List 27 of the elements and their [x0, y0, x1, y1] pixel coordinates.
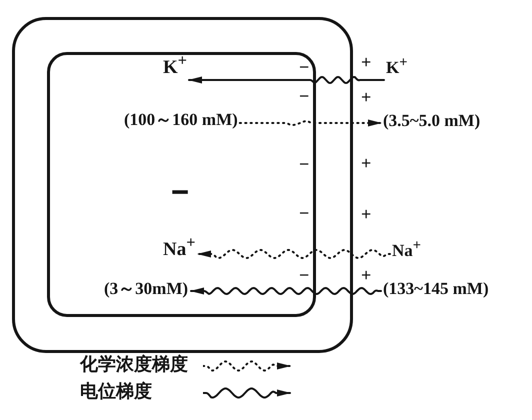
- charge-sign: +: [361, 55, 372, 70]
- ion-label: K$^{+}$: [163, 57, 187, 80]
- concentration-label: (3.5~5.0 mM): [383, 111, 480, 132]
- concentration-label: (133~145 mM): [383, 279, 489, 300]
- charge-sign: +: [361, 207, 372, 222]
- charge-sign: −: [172, 181, 189, 205]
- dotted-arrow: [197, 249, 391, 259]
- charge-sign: −: [299, 89, 310, 104]
- ion-label: Na$^{+}$: [163, 239, 196, 262]
- concentration-label: (100～160 mM): [124, 110, 238, 130]
- charge-sign: −: [299, 60, 310, 74]
- charge-sign: +: [361, 156, 372, 170]
- wavy-arrow: [188, 76, 385, 84]
- charge-sign: +: [361, 268, 372, 282]
- dotted-arrow: [238, 120, 382, 126]
- ion-label: Na$^{+}$: [392, 241, 422, 262]
- legend-label: 电位梯度: [80, 382, 152, 403]
- charge-sign: +: [361, 90, 372, 104]
- charge-sign: −: [299, 157, 310, 172]
- charge-sign: −: [299, 206, 310, 220]
- inner-membrane: [47, 52, 316, 317]
- outer-membrane: [12, 17, 353, 353]
- charge-sign: −: [299, 268, 310, 282]
- ion-label: K$^{+}$: [386, 58, 408, 78]
- legend-label: 化学浓度梯度: [80, 355, 188, 376]
- wavy-arrow: [190, 286, 382, 296]
- concentration-label: (3～30mM): [104, 279, 188, 300]
